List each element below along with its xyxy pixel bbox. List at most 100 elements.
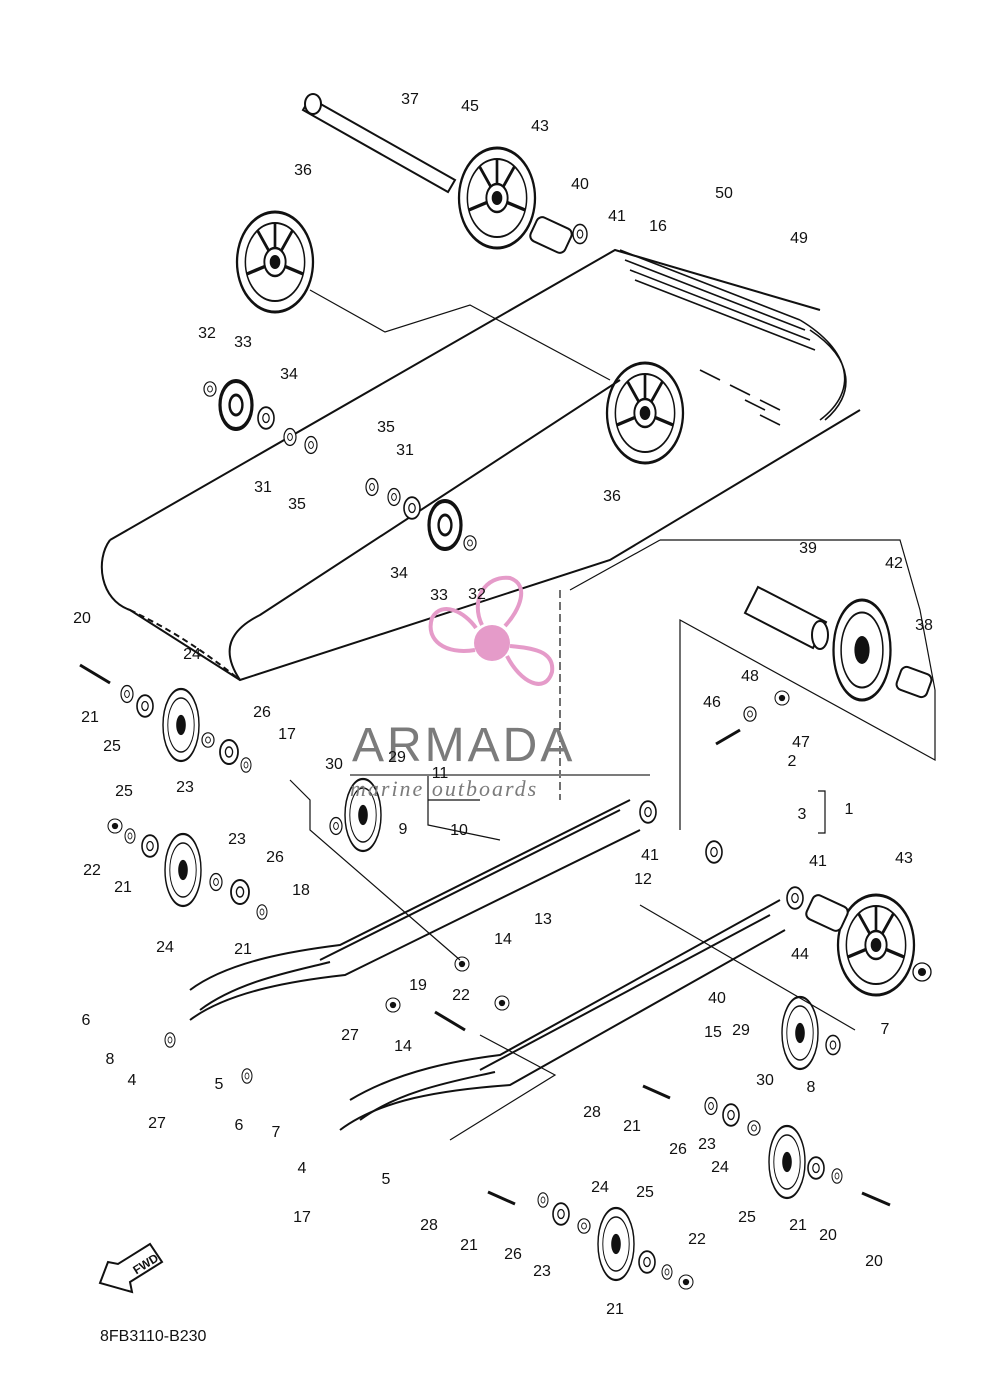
part-callout: 23 xyxy=(228,831,246,848)
sprocket-wheel xyxy=(607,363,683,463)
part-callout: 21 xyxy=(606,1301,624,1318)
part-callout: 17 xyxy=(293,1209,311,1226)
part-callout: 21 xyxy=(234,941,252,958)
fwd-arrow-icon xyxy=(98,1242,164,1294)
part-callout: 22 xyxy=(452,987,470,1004)
idler-wheel xyxy=(838,895,914,995)
part-callout: 21 xyxy=(114,879,132,896)
part-callout: 48 xyxy=(741,668,759,685)
part-callout: 39 xyxy=(799,540,817,557)
part-callout: 40 xyxy=(708,990,726,1007)
part-callout: 25 xyxy=(738,1209,756,1226)
part-callout: 31 xyxy=(254,479,272,496)
part-callout: 32 xyxy=(198,325,216,342)
part-callout: 5 xyxy=(214,1076,224,1093)
drawing-code: 8FB3110-B230 xyxy=(100,1328,207,1345)
part-callout: 21 xyxy=(789,1217,807,1234)
part-callout: 44 xyxy=(791,946,809,963)
part-callout: 5 xyxy=(381,1171,391,1188)
part-callout: 25 xyxy=(103,738,121,755)
part-callout: 43 xyxy=(895,850,913,867)
part-callout: 4 xyxy=(297,1160,307,1177)
part-callout: 35 xyxy=(288,496,306,513)
part-callout: 14 xyxy=(394,1038,412,1055)
part-callout: 20 xyxy=(865,1253,883,1270)
rail-wheel xyxy=(769,1126,805,1198)
part-callout: 6 xyxy=(81,1012,91,1029)
rail-wheel xyxy=(163,689,199,761)
part-callout: 20 xyxy=(73,610,91,627)
part-callout: 50 xyxy=(715,185,733,202)
sprocket-wheel xyxy=(459,148,535,248)
part-callout: 23 xyxy=(533,1263,551,1280)
part-callout: 22 xyxy=(688,1231,706,1248)
bolt xyxy=(79,663,891,1207)
part-callout: 25 xyxy=(636,1184,654,1201)
watermark-brand: ARMADA xyxy=(352,719,576,772)
part-callout: 14 xyxy=(494,931,512,948)
part-callout: 26 xyxy=(253,704,271,721)
part-callout: 23 xyxy=(176,779,194,796)
rail-wheel xyxy=(165,834,201,906)
part-callout: 22 xyxy=(83,862,101,879)
part-callout: 24 xyxy=(711,1159,729,1176)
part-callout: 34 xyxy=(390,565,408,582)
part-callout: 45 xyxy=(461,98,479,115)
part-callout: 36 xyxy=(294,162,312,179)
part-callout: 9 xyxy=(398,821,408,838)
part-callout: 26 xyxy=(504,1246,522,1263)
slide-rail-left xyxy=(189,799,641,1021)
collar xyxy=(529,216,573,254)
part-callout: 6 xyxy=(234,1117,244,1134)
sprocket-wheel xyxy=(237,212,313,312)
part-callout: 28 xyxy=(583,1104,601,1121)
part-callout: 29 xyxy=(732,1022,750,1039)
part-callout: 15 xyxy=(704,1024,722,1041)
part-callout: 27 xyxy=(341,1027,359,1044)
part-callout: 25 xyxy=(115,783,133,800)
part-callout: 11 xyxy=(431,765,449,782)
part-callout: 21 xyxy=(81,709,99,726)
drive-shaft xyxy=(301,93,457,194)
track-belt xyxy=(100,248,861,682)
part-callout: 26 xyxy=(669,1141,687,1158)
part-callout: 21 xyxy=(623,1118,641,1135)
part-callout: 41 xyxy=(641,847,659,864)
part-callout: 34 xyxy=(280,366,298,383)
part-callout: 33 xyxy=(234,334,252,351)
track-cleats xyxy=(619,249,847,426)
track-shaft xyxy=(743,585,829,650)
part-callout: 20 xyxy=(819,1227,837,1244)
rail-wheel xyxy=(598,1208,634,1280)
propeller-logo-icon xyxy=(428,575,555,686)
watermark-tagline: marine outboards xyxy=(350,776,539,801)
part-callout: 27 xyxy=(148,1115,166,1132)
part-callout: 1 xyxy=(844,801,854,818)
part-callout: 32 xyxy=(468,586,486,603)
part-callout: 24 xyxy=(156,939,174,956)
part-callout: 36 xyxy=(603,488,621,505)
part-callout: 7 xyxy=(271,1124,281,1141)
part-callout: 10 xyxy=(450,822,468,839)
part-callout: 8 xyxy=(806,1079,816,1096)
part-callout: 46 xyxy=(703,694,721,711)
part-callout: 12 xyxy=(634,871,652,888)
part-callout: 35 xyxy=(377,419,395,436)
part-callout: 33 xyxy=(430,587,448,604)
part-callout: 42 xyxy=(885,555,903,572)
part-callout: 28 xyxy=(420,1217,438,1234)
part-callout: 19 xyxy=(409,977,427,994)
part-callout: 37 xyxy=(401,91,419,108)
rail-wheel xyxy=(782,997,818,1069)
part-callout: 41 xyxy=(608,208,626,225)
part-callout: 29 xyxy=(388,749,406,766)
part-callout: 43 xyxy=(531,118,549,135)
part-callout: 21 xyxy=(460,1237,478,1254)
part-callout: 49 xyxy=(790,230,808,247)
part-callout: 4 xyxy=(127,1072,137,1089)
part-callout: 7 xyxy=(880,1021,890,1038)
part-callout: 13 xyxy=(534,911,552,928)
part-callout: 17 xyxy=(278,726,296,743)
